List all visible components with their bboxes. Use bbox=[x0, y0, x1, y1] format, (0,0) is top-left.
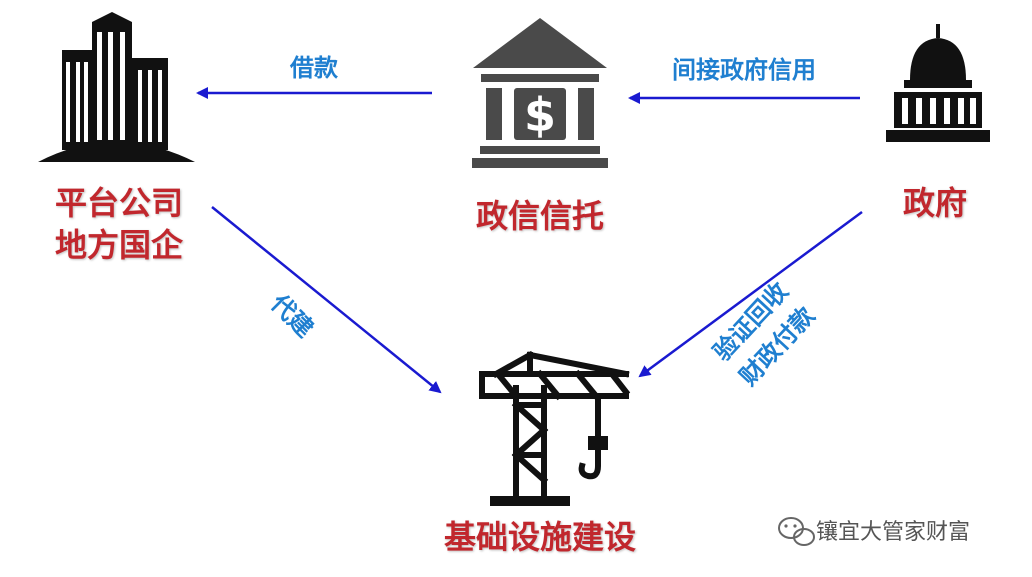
capitol-icon bbox=[886, 24, 990, 142]
arrow-construction bbox=[211, 206, 442, 394]
platform-company-line1: 平台公司 bbox=[54, 184, 183, 222]
watermark: 镶宜大管家财富 bbox=[772, 514, 970, 546]
indirect-credit-label: 间接政府信用 bbox=[672, 56, 816, 84]
government-label: 政府 bbox=[902, 184, 967, 222]
wechat-icon bbox=[778, 517, 815, 546]
platform-company-label: 平台公司 地方国企 bbox=[34, 182, 204, 266]
watermark-text: 镶宜大管家财富 bbox=[816, 520, 971, 545]
trust-label: 政信信托 bbox=[475, 197, 604, 235]
city-buildings-icon bbox=[38, 12, 195, 162]
crane-icon bbox=[479, 350, 631, 506]
infrastructure-label: 基础设施建设 bbox=[443, 518, 636, 556]
loan-label: 借款 bbox=[290, 54, 338, 82]
arrow-payment bbox=[638, 210, 863, 378]
bank-icon: $ bbox=[472, 18, 608, 168]
platform-company-line2: 地方国企 bbox=[54, 226, 183, 264]
svg-text:$: $ bbox=[524, 88, 556, 142]
